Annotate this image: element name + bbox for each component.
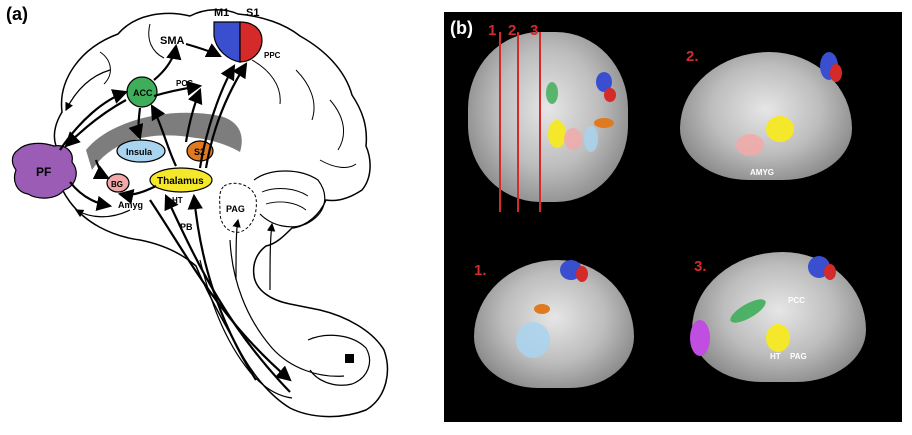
brain-outline: [53, 9, 389, 418]
view-3-label: 3.: [694, 258, 707, 275]
view2-thalamus-blob: [766, 116, 794, 142]
sma-label: SMA: [160, 35, 185, 47]
acc-label: ACC: [133, 88, 153, 98]
pb-label: PB: [180, 222, 193, 232]
view1-s2-blob: [534, 304, 550, 314]
sagittal-slice-3: [692, 252, 866, 382]
ht-label: HT: [172, 196, 183, 205]
thalamus-label: Thalamus: [157, 176, 204, 187]
insula-label: Insula: [126, 147, 153, 157]
view1-s1-blob: [576, 266, 588, 282]
pf-region: [11, 142, 77, 199]
amyg-label: Amyg: [118, 200, 143, 210]
coronal-cut-lines: [499, 32, 541, 212]
pag-region-label: PAG: [790, 352, 807, 361]
view3-pf-blob: [690, 320, 710, 356]
view3-thalamus-blob: [766, 324, 790, 352]
spinal-segment-marker: [345, 354, 354, 363]
s1-label: S1: [246, 7, 259, 19]
coronal-m1-blob: [596, 72, 612, 92]
bg-label: BG: [111, 180, 123, 189]
m1-label: M1: [214, 7, 229, 19]
pf-label: PF: [36, 165, 51, 179]
coronal-thalamus-blob: [548, 120, 566, 148]
panel-a-label: (a): [6, 4, 28, 24]
cut-line-2-label: 2: [508, 22, 517, 39]
view1-insula-blob: [516, 322, 550, 358]
connection-arrows: [59, 42, 292, 393]
view-1-label: 1.: [474, 262, 487, 279]
cut-line-1-label: 1: [488, 22, 497, 39]
amyg-region-label: AMYG: [750, 168, 774, 177]
s2-label: S2: [194, 147, 205, 157]
panel-b-mri-views: (b) 1 2 3 2. AMYG 1. 3. PCC HT PAG: [444, 12, 902, 422]
pag-label: PAG: [226, 204, 245, 214]
cortex-band: [86, 112, 242, 170]
thalamus-region: [149, 167, 213, 193]
coronal-s2-blob: [594, 118, 614, 128]
view2-amyg-blob: [736, 134, 764, 156]
view2-s1-blob: [830, 64, 842, 82]
pcc-region-label: PCC: [788, 296, 805, 305]
coronal-bg-blob: [564, 128, 582, 150]
coronal-slice: [468, 32, 628, 202]
cut-line-3-label: 3: [530, 22, 539, 39]
ppc-label: PPC: [264, 51, 281, 60]
coronal-s1-blob: [604, 88, 616, 102]
sagittal-slice-1: [474, 260, 634, 388]
view-2-label: 2.: [686, 48, 699, 65]
s1-region: [239, 21, 263, 63]
pag-region-outline: [219, 182, 257, 233]
coronal-insula-blob: [584, 126, 598, 152]
pain-pathway-svg: M1 S1 SMA PPC ACC PCC Insula S2 PF BG Th…: [11, 7, 389, 418]
s2-region: [186, 140, 214, 162]
pcc-label: PCC: [176, 79, 193, 88]
view3-s1-blob: [824, 264, 836, 280]
ht-region-label: HT: [770, 352, 781, 361]
panel-a-pain-pathway-diagram: M1 S1 SMA PPC ACC PCC Insula S2 PF BG Th…: [0, 0, 438, 430]
coronal-acc-blob: [546, 82, 558, 104]
panel-b-label: (b): [450, 18, 473, 38]
